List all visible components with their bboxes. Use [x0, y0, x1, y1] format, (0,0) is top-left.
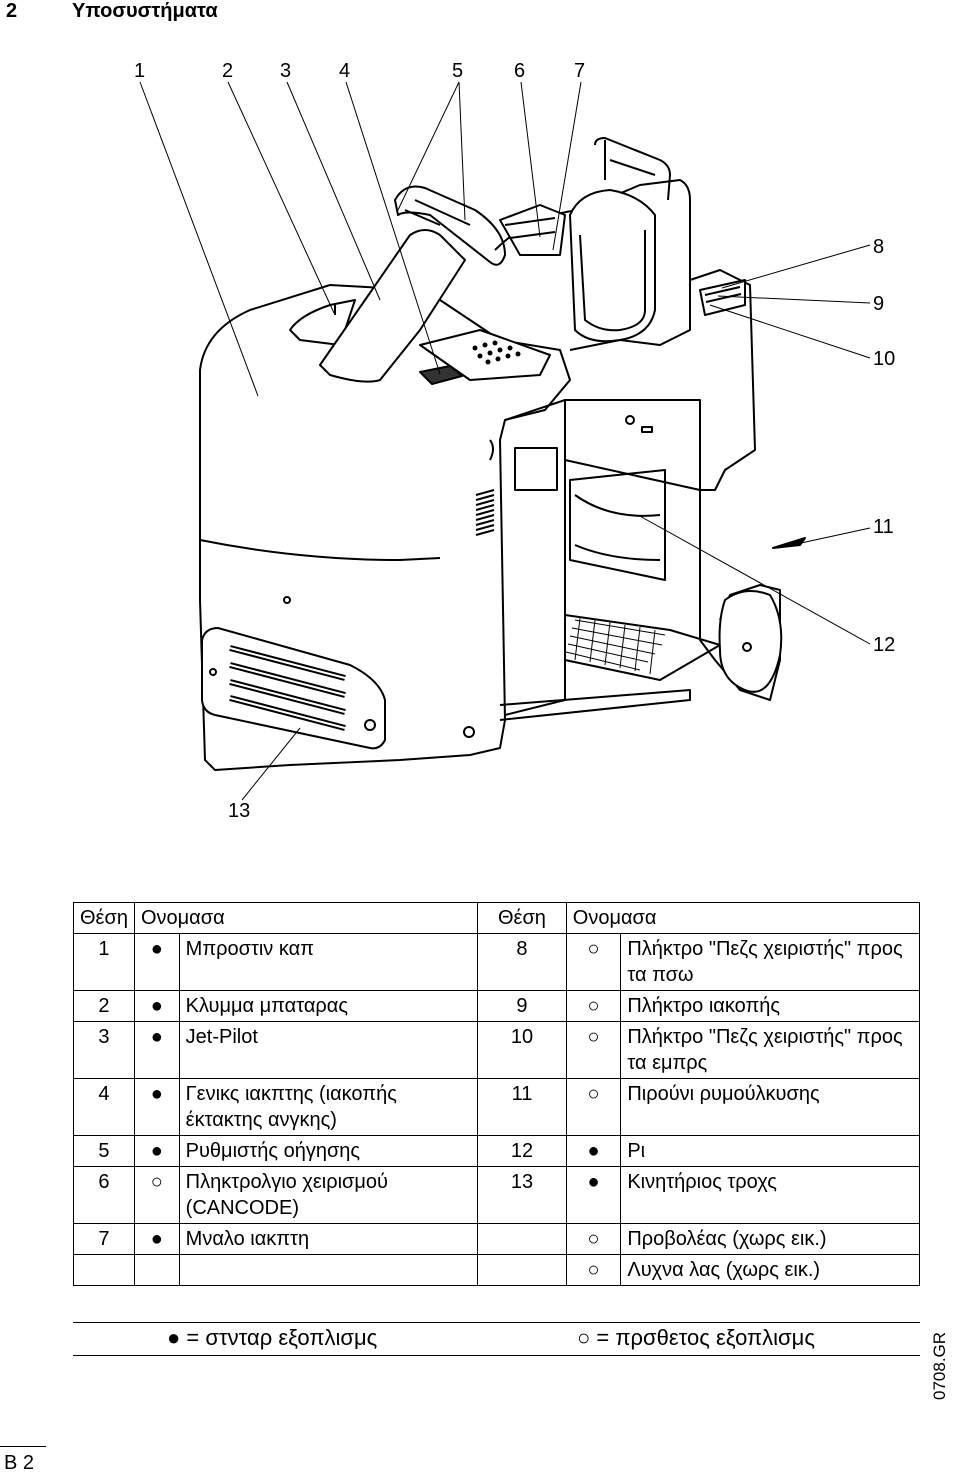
section-number: 2	[6, 0, 18, 22]
table-row: 1 ● Μπροστιν καπ 8 ○ Πλήκτρο "Πεζς χειρι…	[73, 933, 920, 991]
part-name: Λυχνα λας (χωρς εικ.)	[620, 1254, 920, 1286]
callout-3: 3	[280, 60, 292, 82]
position-cell: 2	[73, 990, 135, 1022]
callout-8: 8	[873, 236, 885, 258]
equipment-mark: ●	[133, 990, 180, 1022]
part-name: Ρι	[620, 1135, 920, 1167]
part-name: Jet-Pilot	[178, 1021, 479, 1079]
equipment-mark: ○	[565, 1021, 622, 1079]
table-row: 3 ● Jet-Pilot 10 ○ Πλήκτρο "Πεζς χειριστ…	[73, 1021, 920, 1079]
part-name: Πληκτρολγιο χειρισμού (CANCODE)	[178, 1166, 479, 1224]
position-cell	[477, 1223, 567, 1255]
part-name: Πλήκτρο "Πεζς χειριστής" προς τα εμπρς	[620, 1021, 920, 1079]
callout-7: 7	[574, 60, 586, 82]
part-name: Πλήκτρο ιακοπής	[620, 990, 920, 1022]
position-cell	[477, 1254, 567, 1286]
position-cell: 1	[73, 933, 135, 991]
part-name: Πιρούνι ρυμούλκυσης	[620, 1078, 920, 1136]
position-cell: 11	[477, 1078, 567, 1136]
legend-standard: ● = στνταρ εξοπλισμς	[167, 1325, 378, 1350]
part-name: Μναλο ιακπτη	[178, 1223, 479, 1255]
part-name: Μπροστιν καπ	[178, 933, 479, 991]
callout-4: 4	[339, 60, 351, 82]
callout-11: 11	[873, 516, 894, 538]
callout-13: 13	[228, 800, 251, 822]
equipment-mark: ●	[133, 1078, 180, 1136]
equipment-mark: ●	[133, 1223, 180, 1255]
callout-2: 2	[222, 60, 234, 82]
part-name: Ρυθμιστής οήγησης	[178, 1135, 479, 1167]
equipment-mark: ○	[565, 1078, 622, 1136]
equipment-mark: ○	[565, 1254, 622, 1286]
callout-12: 12	[873, 634, 896, 656]
table-row: 4 ● Γενικς ιακπτης (ιακοπής έκτακτης ανγ…	[73, 1078, 920, 1136]
equipment-mark: ○	[565, 1223, 622, 1255]
part-name: Κινητήριος τροχς	[620, 1166, 920, 1224]
part-name: Πλήκτρο "Πεζς χειριστής" προς τα πσω	[620, 933, 920, 991]
equipment-mark: ●	[133, 1135, 180, 1167]
position-cell	[73, 1254, 135, 1286]
header-position-2: Θέση	[477, 902, 567, 934]
callout-6: 6	[514, 60, 526, 82]
equipment-mark: ●	[565, 1166, 622, 1224]
part-name: Κλυμμα μπαταρας	[178, 990, 479, 1022]
footer-rule	[0, 1446, 46, 1447]
header-position-1: Θέση	[73, 902, 135, 934]
position-cell: 4	[73, 1078, 135, 1136]
position-cell: 13	[477, 1166, 567, 1224]
header-name-1: Ονομασα	[133, 902, 479, 934]
position-cell: 9	[477, 990, 567, 1022]
part-name	[178, 1254, 479, 1286]
callout-1: 1	[134, 60, 146, 82]
position-cell: 12	[477, 1135, 567, 1167]
table-row: 2 ● Κλυμμα μπαταρας 9 ○ Πλήκτρο ιακοπής	[73, 990, 920, 1022]
table-row: ○ Λυχνα λας (χωρς εικ.)	[73, 1254, 920, 1286]
table-row: 6 ○ Πληκτρολγιο χειρισμού (CANCODE) 13 ●…	[73, 1166, 920, 1224]
equipment-mark	[133, 1254, 180, 1286]
part-name: Προβολέας (χωρς εικ.)	[620, 1223, 920, 1255]
equipment-mark: ●	[565, 1135, 622, 1167]
position-cell: 10	[477, 1021, 567, 1079]
position-cell: 3	[73, 1021, 135, 1079]
section-title: Υποσυστήματα	[72, 0, 218, 22]
header-name-2: Ονομασα	[565, 902, 921, 934]
equipment-mark: ○	[565, 990, 622, 1022]
position-cell: 8	[477, 933, 567, 991]
truck-illustration	[139, 81, 871, 801]
table-row: 5 ● Ρυθμιστής οήγησης 12 ● Ρι	[73, 1135, 920, 1167]
equipment-legend: ● = στνταρ εξοπλισμς ○ = πρσθετος εξοπλι…	[73, 1322, 920, 1356]
callout-10: 10	[873, 348, 896, 370]
legend-optional: ○ = πρσθετος εξοπλισμς	[577, 1325, 815, 1350]
equipment-mark: ●	[133, 933, 180, 991]
equipment-mark: ○	[565, 933, 622, 991]
callout-5: 5	[452, 60, 464, 82]
position-cell: 6	[73, 1166, 135, 1224]
part-name: Γενικς ιακπτης (ιακοπής έκτακτης ανγκης)	[178, 1078, 479, 1136]
callout-9: 9	[873, 293, 885, 315]
parts-table: Θέση Ονομασα Θέση Ονομασα 1 ● Μπροστιν κ…	[73, 902, 921, 1286]
position-cell: 7	[73, 1223, 135, 1255]
table-header-row: Θέση Ονομασα Θέση Ονομασα	[73, 902, 921, 934]
equipment-mark: ○	[133, 1166, 180, 1224]
equipment-mark: ●	[133, 1021, 180, 1079]
page-label: B 2	[4, 1452, 35, 1474]
table-row: 7 ● Μναλο ιακπτη ○ Προβολέας (χωρς εικ.)	[73, 1223, 920, 1255]
position-cell: 5	[73, 1135, 135, 1167]
document-id: 0708.GR	[930, 1331, 949, 1400]
